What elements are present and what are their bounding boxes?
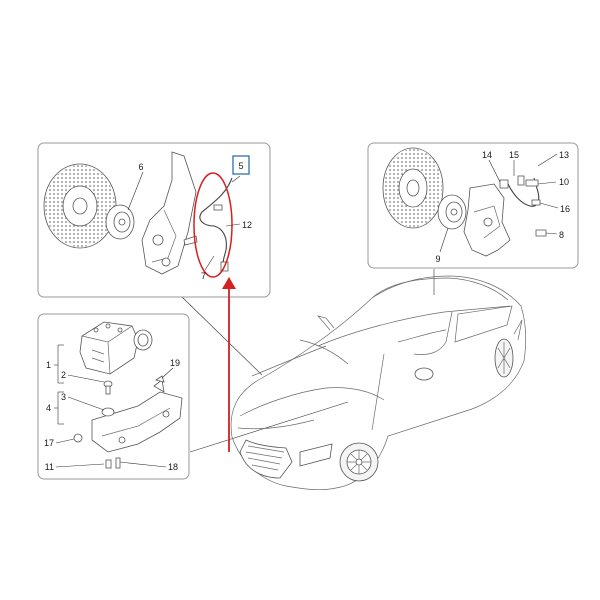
label-14: 14 [482, 150, 492, 160]
label-16: 16 [560, 204, 570, 214]
label-2: 2 [61, 370, 66, 380]
abs-module [79, 321, 153, 375]
label-1: 1 [46, 360, 51, 370]
label-13: 13 [559, 150, 569, 160]
label-15: 15 [509, 150, 519, 160]
label-7: 7 [201, 271, 206, 281]
front-left-leader-lines [127, 171, 241, 271]
abs-leader-lines [54, 344, 174, 468]
red-arrow [222, 277, 236, 452]
label-9: 9 [435, 254, 440, 264]
label-12: 12 [242, 220, 252, 230]
front-right-leader-lines [439, 153, 559, 253]
front-left-steering-knuckle [141, 151, 197, 275]
front-right-sensor-cable [499, 175, 547, 237]
label-19: 19 [170, 358, 180, 368]
front-right-knuckle [463, 183, 511, 257]
label-3: 3 [61, 392, 66, 402]
car-outline [230, 275, 527, 491]
label-10: 10 [559, 177, 569, 187]
label-6: 6 [138, 162, 143, 172]
abs-fasteners [73, 375, 165, 469]
front-left-wheel-hub [105, 204, 135, 240]
label-5: 5 [238, 161, 243, 171]
label-17: 17 [44, 438, 54, 448]
front-left-brake-disc [43, 163, 117, 249]
label-18: 18 [168, 462, 178, 472]
label-11: 11 [45, 462, 54, 472]
front-right-wheel-hub [437, 194, 467, 230]
abs-bracket [91, 379, 183, 453]
panel-leader-lines [181, 269, 435, 453]
label-4: 4 [46, 403, 51, 413]
front-left-panel: 6 5 12 7 [37, 142, 271, 298]
label-8: 8 [559, 230, 564, 240]
abs-module-panel: 1 2 4 3 17 19 11 18 [37, 313, 190, 480]
front-right-panel: 14 15 13 10 16 8 9 [367, 142, 579, 269]
callout-box-5 [232, 155, 250, 175]
front-right-brake-disc [382, 147, 444, 229]
